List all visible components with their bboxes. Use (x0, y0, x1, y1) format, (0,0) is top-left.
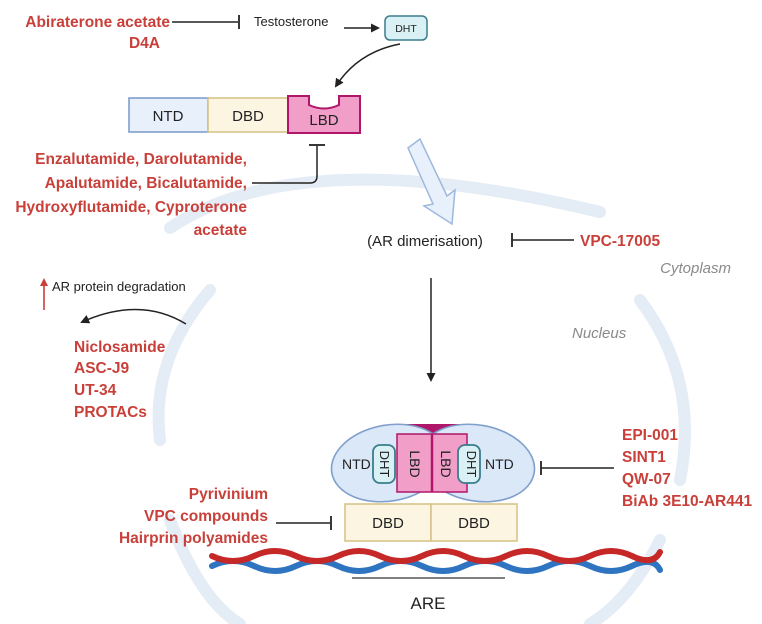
dbd-inhibitor-2: Hairprin polyamides (119, 530, 268, 547)
antiandrogens-line2: Apalutamide, Bicalutamide, (45, 175, 247, 192)
degradation-arrow (80, 308, 187, 325)
receptor-ntd-box (128, 97, 209, 133)
dna-strand-red (209, 548, 663, 564)
receptor-lbd-label: LBD (309, 112, 338, 129)
nucleus-label: Nucleus (572, 325, 627, 342)
antiandrogens-line4: acetate (194, 222, 248, 239)
dimer-dht-left-label: DHT (377, 451, 392, 478)
dimer-lbd-right-label: LBD (438, 450, 454, 477)
membrane-arc-right (634, 294, 691, 486)
dbd-inhibitor-1: VPC compounds (144, 508, 268, 525)
dimer-dht-left-box (372, 444, 396, 484)
membrane-arc-bottom-right (584, 534, 666, 624)
androgen-receptor: NTD DBD LBD (128, 95, 361, 134)
dht-box (384, 15, 428, 41)
dna-strand-blue (209, 558, 663, 574)
dht-binding-arrow (334, 43, 401, 88)
cytoplasm-label: Cytoplasm (660, 260, 731, 277)
ntd-inhibitor-0: EPI-001 (622, 427, 678, 444)
dimer-ntd-right-label: NTD (485, 456, 514, 472)
dimer-dbd-right-label: DBD (458, 515, 490, 532)
receptor-dbd-label: DBD (232, 108, 264, 125)
ntd-inhibitor-2: QW-07 (622, 471, 671, 488)
membrane-arc-bottom-left (164, 514, 246, 624)
ntd-inhibitor-3: BiAb 3E10-AR441 (622, 493, 752, 510)
ar-dimer: NTD NTD DHT DHT LBD LBD DBD DBD (330, 423, 536, 542)
dimerisation-label: (AR dimerisation) (367, 233, 483, 250)
dimer-dht-right-label: DHT (464, 451, 479, 478)
degradation-drug-1: ASC-J9 (74, 360, 130, 377)
receptor-lbd-pocket (287, 95, 361, 134)
ntd-inhibitor-1: SINT1 (622, 449, 666, 466)
dimer-ntd-left-label: NTD (342, 456, 371, 472)
degradation-drug-0: Niclosamide (74, 339, 166, 356)
testosterone-label: Testosterone (254, 14, 328, 29)
are-label: ARE (411, 594, 446, 613)
dimer-dht-right-box (457, 444, 481, 484)
dna-helix (209, 548, 663, 574)
degradation-label: AR protein degradation (52, 279, 186, 294)
degradation-drug-2: UT-34 (74, 382, 117, 399)
antiandrogens-line1: Enzalutamide, Darolutamide, (35, 151, 247, 168)
receptor-ntd-label: NTD (153, 108, 184, 125)
vpc17005-label: VPC-17005 (580, 233, 661, 250)
dbd-inhibitor-0: Pyrivinium (189, 486, 268, 503)
d4a-label: D4A (129, 35, 160, 52)
cell-membrane (152, 173, 691, 624)
translocation-arrow (407, 137, 456, 226)
dimer-lbd-left-label: LBD (407, 450, 423, 477)
abiraterone-label: Abiraterone acetate (25, 14, 170, 31)
dht-box-label: DHT (395, 23, 417, 35)
antiandrogens-line3: Hydroxyflutamide, Cyproterone (15, 199, 247, 216)
dimer-dbd-right-box (430, 503, 518, 542)
membrane-arc-left (152, 284, 216, 446)
degradation-drug-3: PROTACs (74, 404, 147, 421)
dimer-dbd-left-box (344, 503, 432, 542)
dimer-dbd-left-label: DBD (372, 515, 404, 532)
receptor-dbd-box (207, 97, 289, 133)
antiandrogens-inhibit-line (252, 146, 318, 184)
membrane-arc-top (164, 173, 606, 234)
